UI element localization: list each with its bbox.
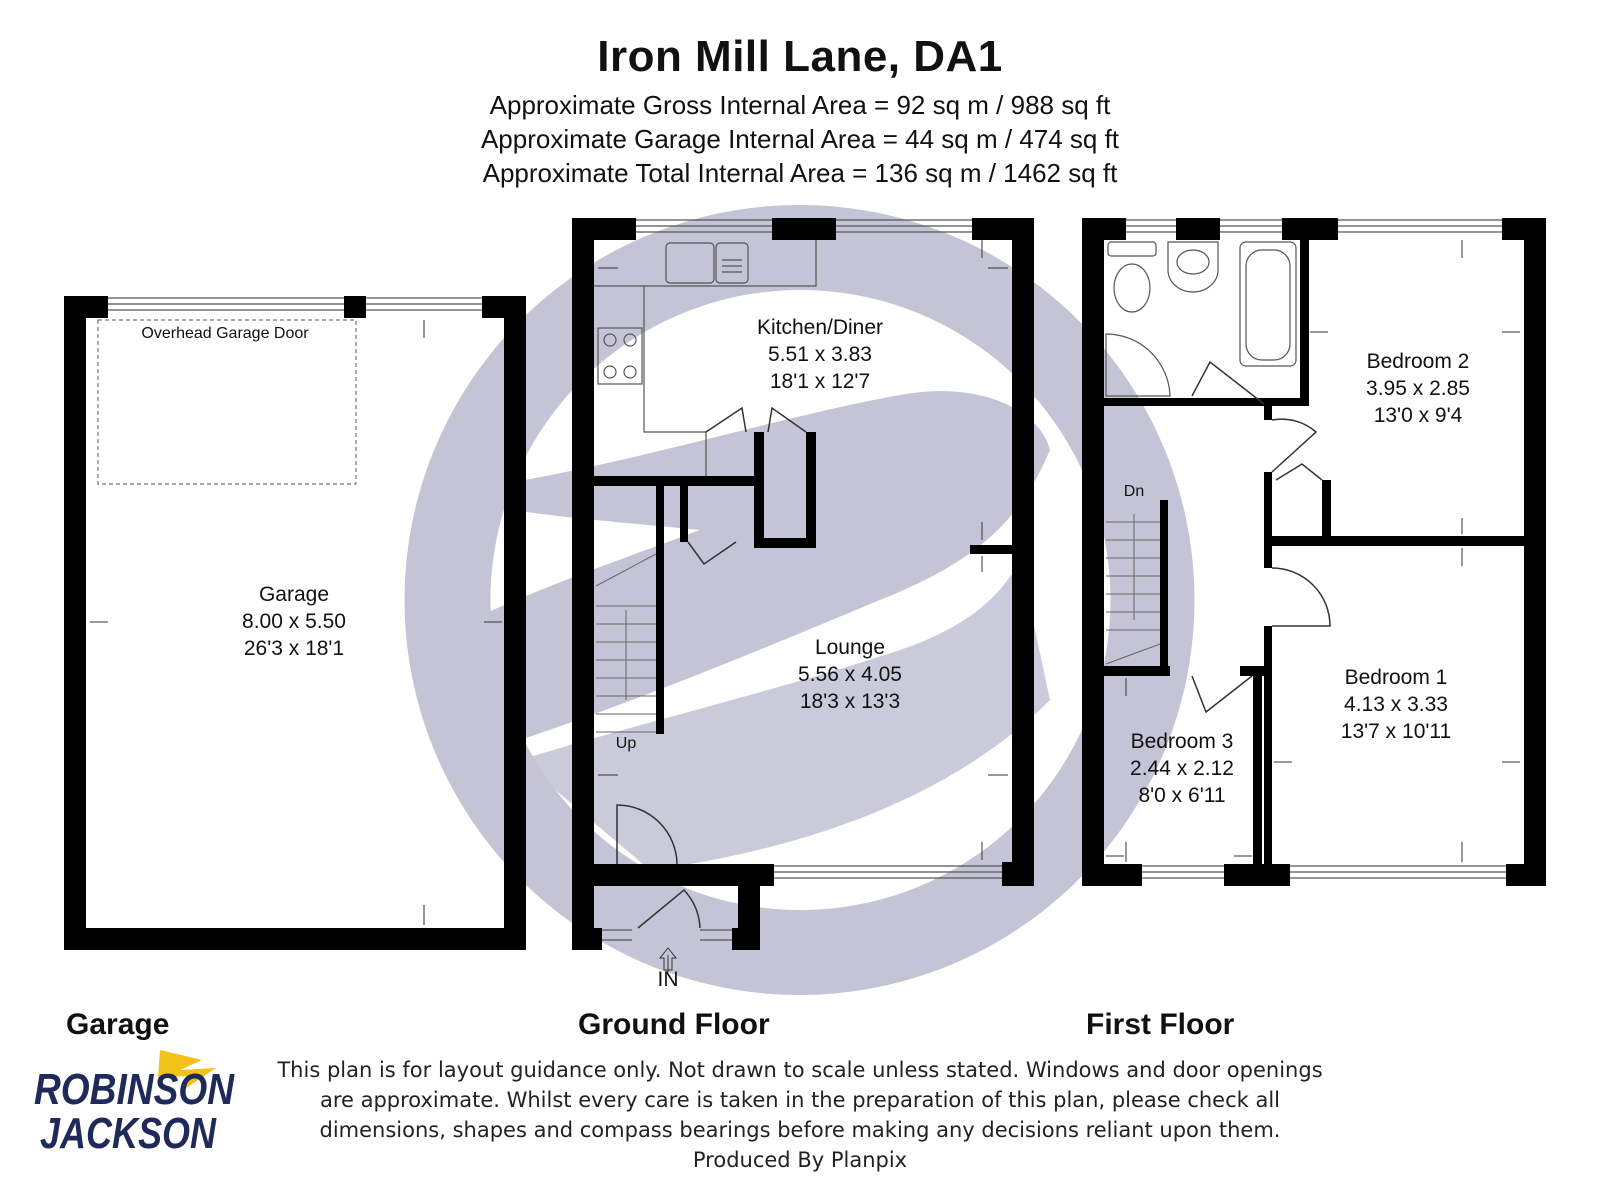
entrance-label: IN: [658, 968, 679, 991]
entrance-arrow-icon: [658, 947, 678, 971]
bedroom1-imperial: 13'7 x 10'11: [1341, 720, 1451, 743]
garage-plan: [64, 296, 526, 950]
bedroom3-imperial: 8'0 x 6'11: [1138, 784, 1225, 807]
first-dimension-marks: [1106, 240, 1520, 862]
logo-line-1: ROBINSON: [34, 1065, 235, 1114]
logo-line-2: JACKSON: [40, 1109, 217, 1158]
disclaimer-line-1: This plan is for layout guidance only. N…: [277, 1058, 1323, 1082]
garage-area: Approximate Garage Internal Area = 44 sq…: [480, 124, 1120, 154]
stairs-up-label: Up: [616, 735, 637, 752]
kitchen-imperial: 18'1 x 12'7: [770, 370, 870, 393]
stairs-down-label: Dn: [1124, 483, 1144, 500]
first-floor-label: First Floor: [1086, 1008, 1235, 1041]
ground-stairs: [595, 553, 657, 733]
bathroom-fittings: [1105, 241, 1297, 397]
overhead-door-label: Overhead Garage Door: [141, 325, 309, 342]
disclaimer: This plan is for layout guidance only. N…: [250, 1055, 1350, 1175]
bedroom2-imperial: 13'0 x 9'4: [1374, 404, 1463, 427]
first-floor-walls: [1082, 218, 1546, 886]
kitchen-fittings: [594, 240, 817, 476]
bedroom3-metric: 2.44 x 2.12: [1130, 757, 1234, 780]
gross-area: Approximate Gross Internal Area = 92 sq …: [489, 90, 1111, 120]
bedroom1-metric: 4.13 x 3.33: [1344, 693, 1448, 716]
ground-doors: [616, 406, 807, 929]
disclaimer-line-4: Produced By Planpix: [692, 1148, 908, 1172]
garage-dimension-marks: [90, 320, 502, 925]
lounge-imperial: 18'3 x 13'3: [800, 690, 900, 713]
bedroom1-name: Bedroom 1: [1345, 666, 1448, 689]
garage-metric: 8.00 x 5.50: [242, 610, 346, 633]
kitchen-name: Kitchen/Diner: [757, 316, 883, 339]
ground-floor-label: Ground Floor: [578, 1008, 770, 1041]
ground-dimension-marks: [598, 240, 1008, 972]
lounge-name: Lounge: [815, 636, 885, 659]
overhead-door-outline: [97, 319, 357, 485]
first-floor-windows: [1126, 219, 1506, 879]
robinson-jackson-logo: ROBINSON JACKSON: [30, 1048, 240, 1163]
disclaimer-line-2: are approximate. Whilst every care is ta…: [319, 1088, 1281, 1112]
ground-floor-walls: [572, 218, 1034, 950]
first-stairs: [1105, 514, 1161, 665]
garage-name: Garage: [259, 583, 329, 606]
garage-windows: [108, 297, 482, 311]
ground-floor-windows: [602, 219, 1002, 941]
kitchen-metric: 5.51 x 3.83: [768, 343, 872, 366]
total-area: Approximate Total Internal Area = 136 sq…: [482, 158, 1118, 188]
bedroom3-name: Bedroom 3: [1131, 730, 1234, 753]
swallow-icon: [158, 1050, 216, 1092]
bedroom2-metric: 3.95 x 2.85: [1366, 377, 1470, 400]
garage-floor-label: Garage: [66, 1008, 170, 1041]
first-doors: [1191, 360, 1331, 714]
garage-imperial: 26'3 x 18'1: [244, 637, 344, 660]
bedroom2-name: Bedroom 2: [1367, 350, 1470, 373]
plan-title: Iron Mill Lane, DA1: [597, 32, 1003, 81]
lounge-metric: 5.56 x 4.05: [798, 663, 902, 686]
disclaimer-line-3: dimensions, shapes and compass bearings …: [319, 1118, 1281, 1142]
